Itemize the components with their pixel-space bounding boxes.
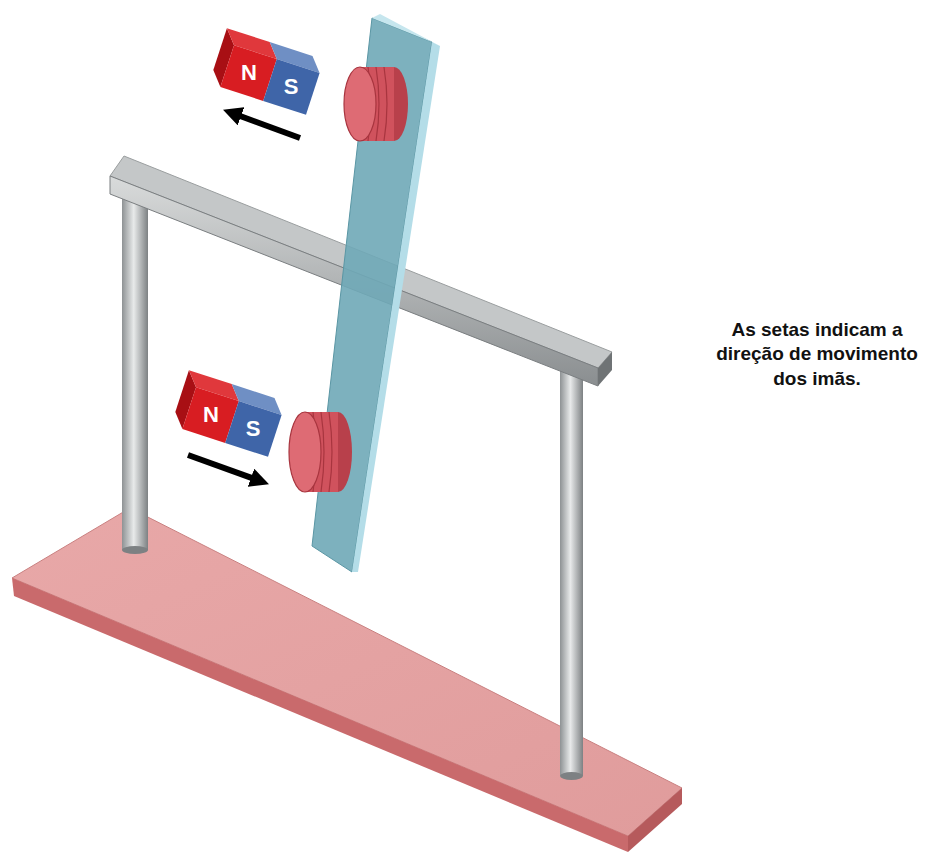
upper-ring-coil [344,67,408,141]
lower-magnet [171,370,286,457]
pole-letter: S [284,76,299,98]
note-text: As setas indicam a direção de movimento … [712,318,922,391]
pole-letter: N [203,404,219,426]
pole-letter: N [241,62,257,84]
pole-letter: S [246,418,261,440]
upper-magnet [209,28,324,115]
motion-arrow [232,113,300,138]
motion-arrow [188,455,260,481]
lower-ring-coil [289,412,352,492]
